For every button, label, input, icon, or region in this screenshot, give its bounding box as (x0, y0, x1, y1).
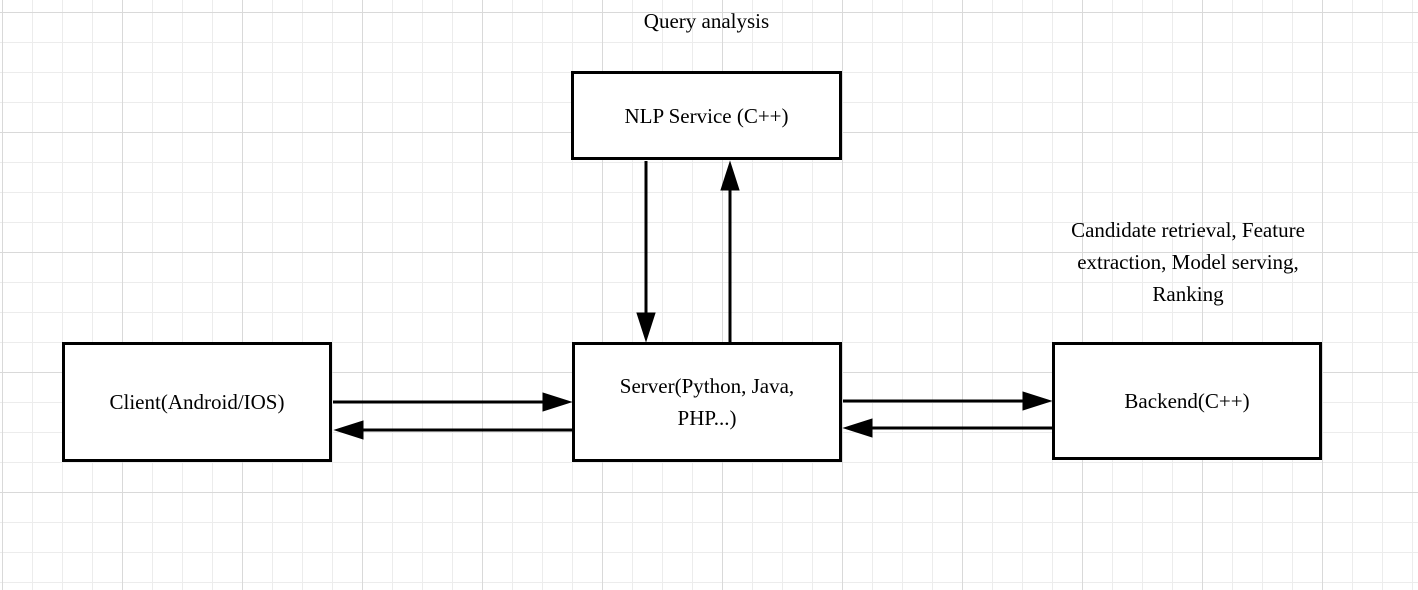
node-client-label: Client(Android/IOS) (109, 390, 285, 414)
backend-caption-label[interactable]: Candidate retrieval, Feature extraction,… (1071, 218, 1305, 306)
node-backend[interactable]: Backend(C++) (1052, 342, 1322, 460)
node-server-label: Server(Python, Java, PHP...) (619, 374, 795, 430)
edge-nlp-to-server-arrow[interactable] (636, 161, 656, 343)
node-backend-label: Backend(C++) (1124, 389, 1250, 413)
edge-server-to-client-arrow[interactable] (333, 420, 572, 440)
query-analysis-label[interactable]: Query analysis (643, 9, 770, 33)
edge-backend-to-server-arrow[interactable] (842, 418, 1052, 438)
node-server[interactable]: Server(Python, Java, PHP...) (572, 342, 842, 462)
edge-server-to-nlp-arrow[interactable] (720, 160, 740, 342)
node-nlp-service-label: NLP Service (C++) (624, 103, 789, 128)
node-client[interactable]: Client(Android/IOS) (62, 342, 332, 462)
node-nlp-service[interactable]: NLP Service (C++) (571, 71, 842, 160)
edge-server-to-backend-arrow[interactable] (843, 391, 1053, 411)
edge-client-to-server-arrow[interactable] (333, 392, 573, 412)
